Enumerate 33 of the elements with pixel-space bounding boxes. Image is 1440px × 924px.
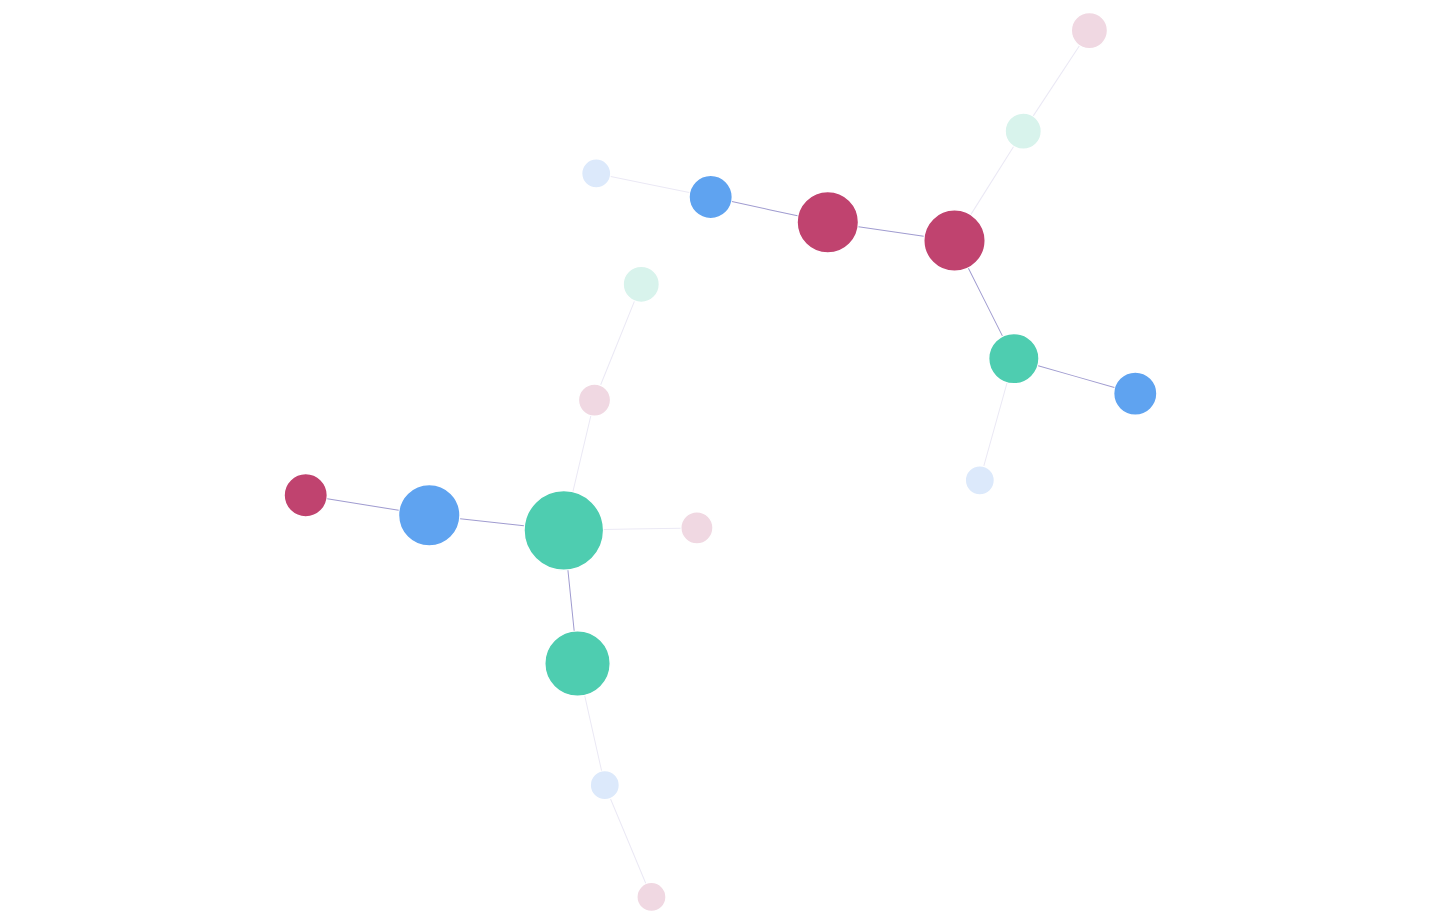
connector xyxy=(583,695,602,772)
node-circle xyxy=(795,190,859,254)
connector xyxy=(730,201,798,217)
connector xyxy=(571,415,591,492)
node-circle xyxy=(922,209,986,273)
connector xyxy=(857,226,924,237)
connector xyxy=(969,146,1014,215)
node-circle xyxy=(963,465,995,496)
node-circle xyxy=(1070,11,1108,50)
node-circle xyxy=(635,881,667,913)
connector xyxy=(599,300,635,386)
node-circle xyxy=(987,332,1040,385)
node-circle xyxy=(580,158,612,189)
node-circle xyxy=(687,174,733,220)
node-circle xyxy=(397,483,461,547)
connector xyxy=(967,267,1003,337)
node-circle xyxy=(1112,371,1158,417)
node-circle xyxy=(522,489,604,571)
node-circle xyxy=(679,510,714,545)
node-circle xyxy=(577,383,611,417)
connector xyxy=(326,498,399,511)
connector xyxy=(566,569,575,632)
connector xyxy=(1037,365,1115,389)
node-circle xyxy=(543,629,611,698)
node-circle xyxy=(621,265,660,304)
connector xyxy=(609,798,646,884)
connector xyxy=(609,175,690,194)
connector xyxy=(1032,45,1080,117)
connector xyxy=(982,382,1008,467)
node-circle xyxy=(282,472,328,518)
node-circle xyxy=(588,769,620,801)
connector xyxy=(459,518,524,527)
node-circle xyxy=(1003,112,1042,151)
